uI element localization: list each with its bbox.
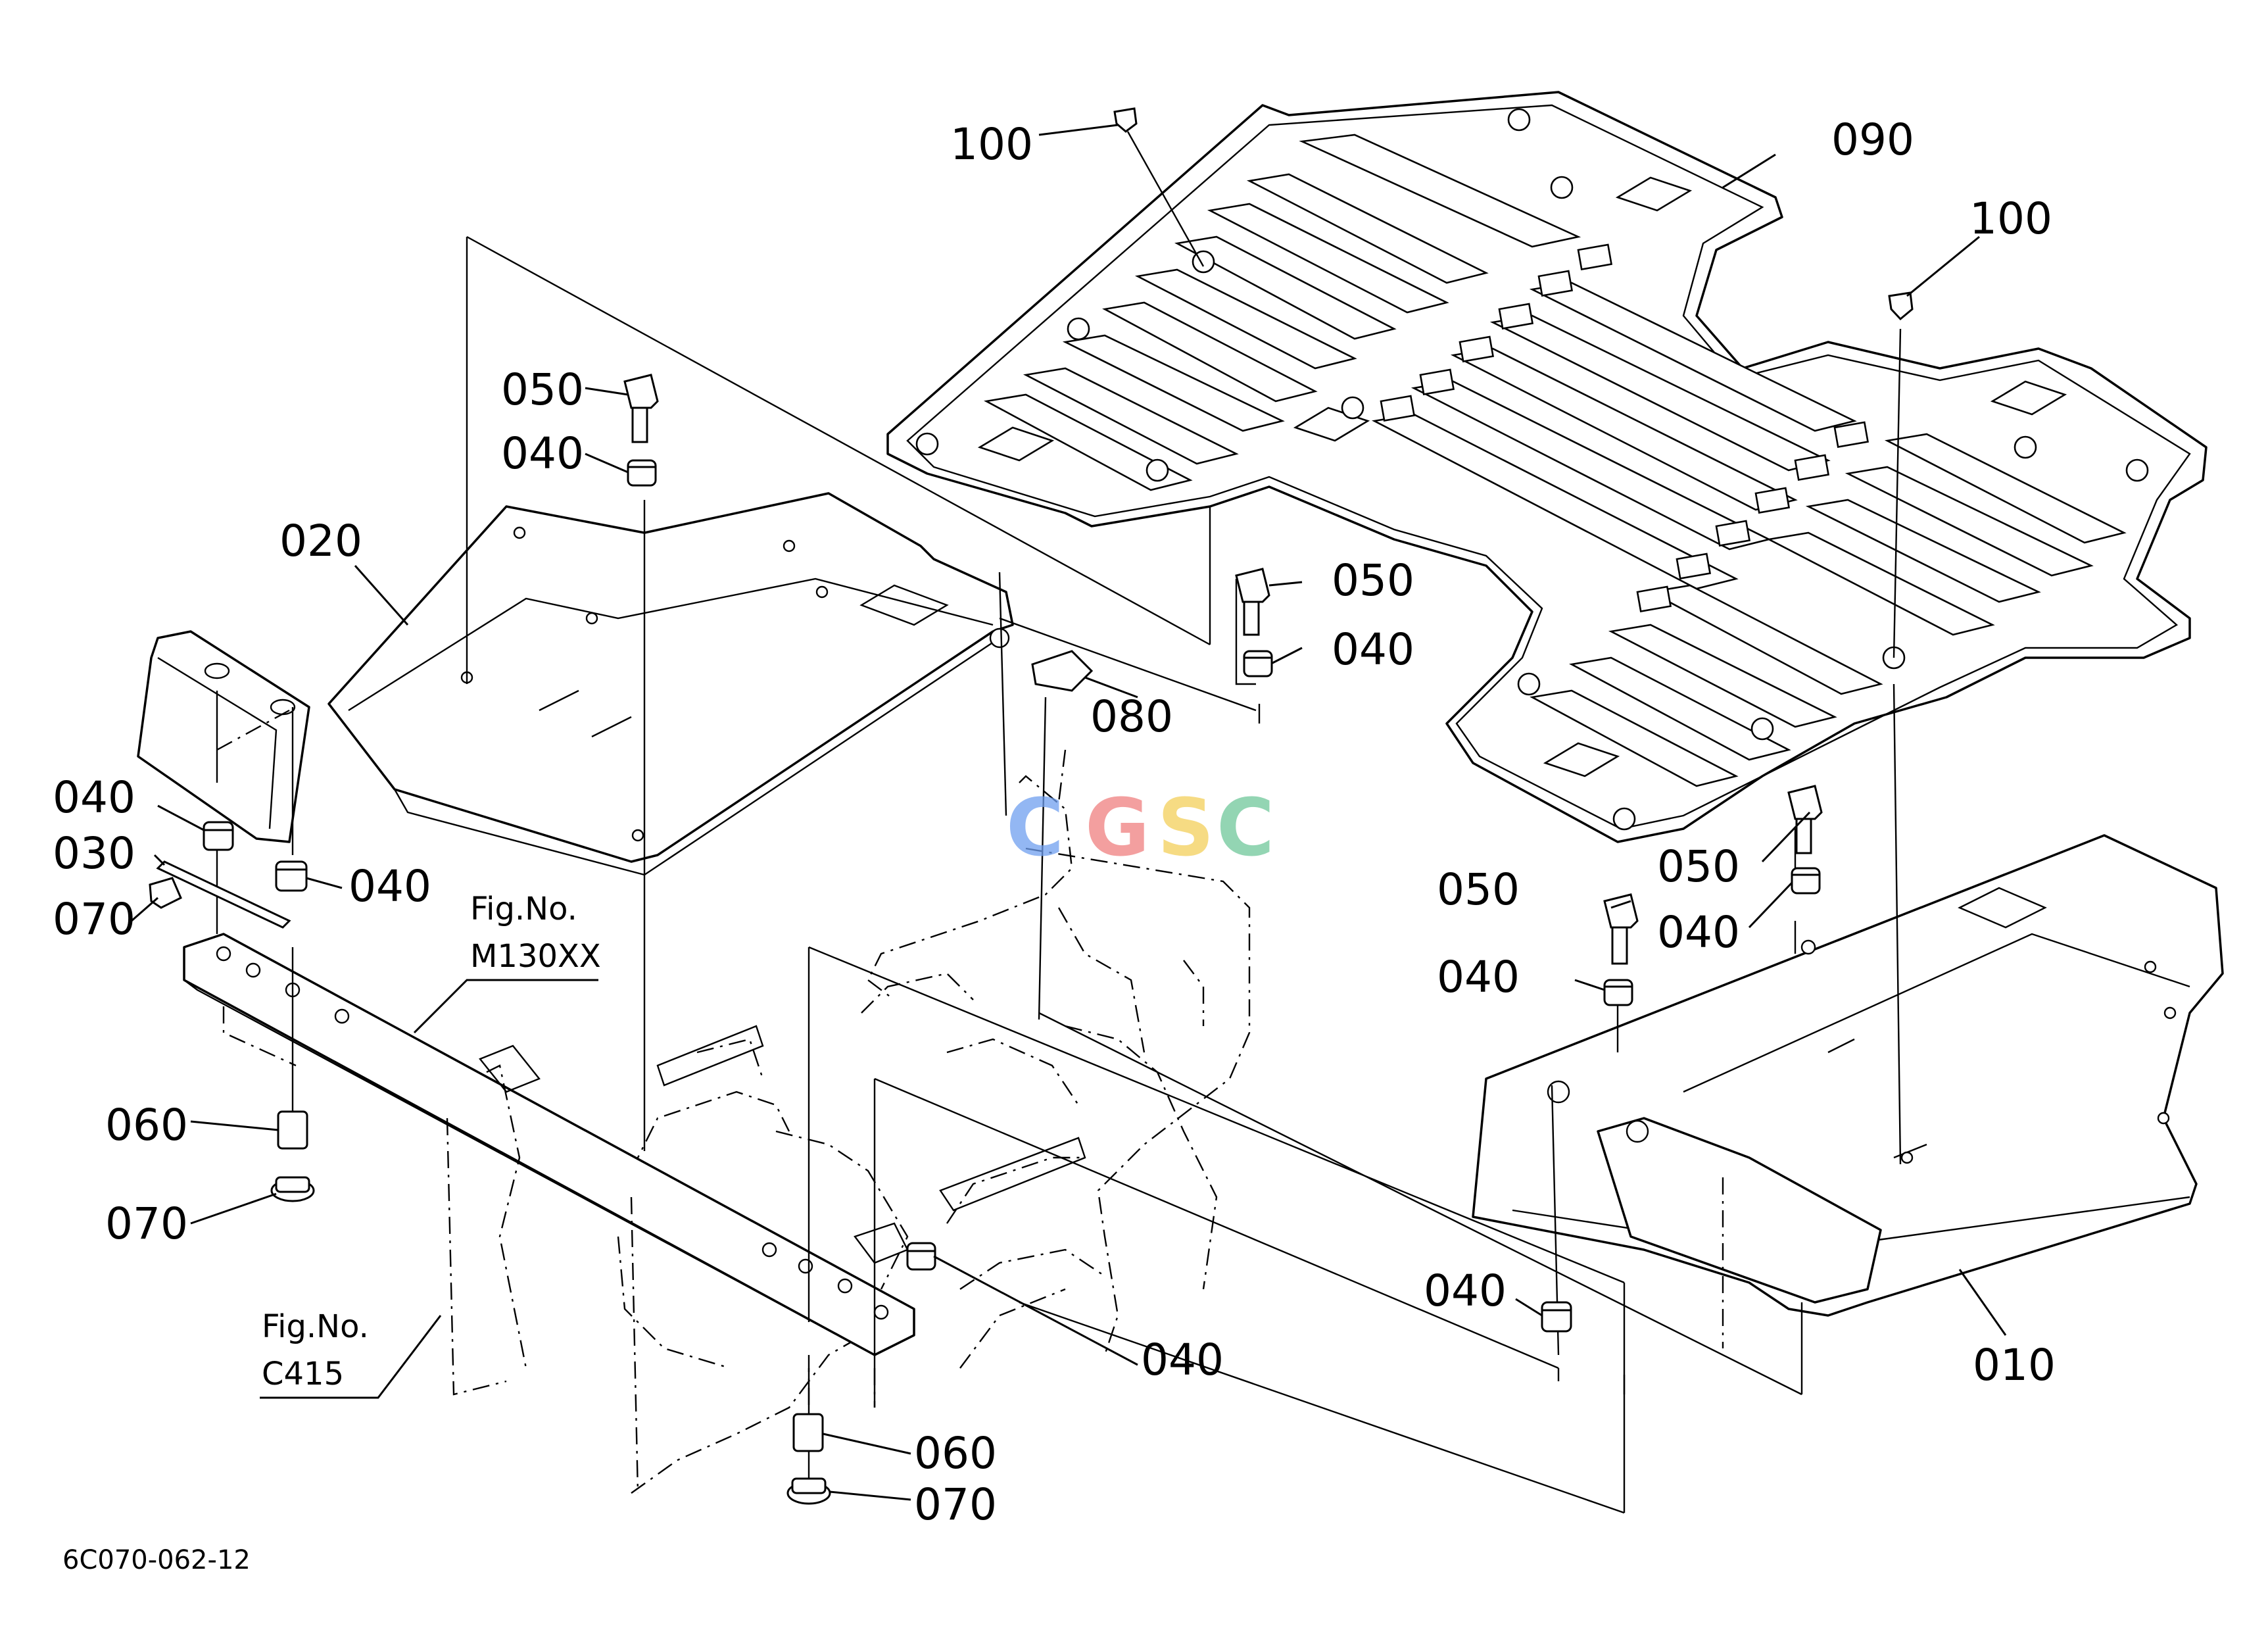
watermark-letter: C — [1006, 783, 1064, 874]
callout-090: 090 — [1831, 114, 1914, 165]
callout-010: 010 — [1973, 1340, 2056, 1390]
callout-040-right-b: 040 — [1437, 952, 1520, 1002]
fig-ref-label: Fig.No. — [470, 891, 577, 927]
watermark-letter: S — [1157, 783, 1214, 874]
leader-lines — [131, 124, 2007, 1501]
callout-040-left-top: 040 — [53, 772, 135, 823]
callout-050-center: 050 — [501, 364, 584, 415]
callout-040-bottom: 040 — [1141, 1335, 1224, 1385]
watermark-letter: G — [1085, 783, 1150, 874]
callout-070-left-top: 070 — [53, 894, 135, 945]
figure-ref-c415: Fig.No. C415 — [260, 1308, 442, 1399]
callout-040-right-c: 040 — [1424, 1266, 1507, 1316]
callout-100-top: 100 — [950, 119, 1033, 170]
callout-070-bottom: 070 — [914, 1479, 997, 1530]
callout-020: 020 — [279, 516, 362, 566]
callout-050-mid: 050 — [1332, 555, 1414, 606]
document-id: 6C070-062-12 — [62, 1545, 251, 1575]
callout-050-right-b: 050 — [1437, 864, 1520, 915]
callout-040-center: 040 — [501, 428, 584, 479]
callout-050-right-a: 050 — [1657, 841, 1740, 892]
callout-100-right: 100 — [1969, 193, 2052, 244]
floor-mat-090 — [886, 91, 2208, 843]
callout-labels: 100 090 100 050 040 020 050 040 080 040 … — [53, 114, 2056, 1530]
callout-030: 030 — [53, 828, 135, 879]
fig-ref-label: Fig.No. — [262, 1308, 369, 1345]
figure-ref-m130xx: Fig.No. M130XX — [413, 891, 601, 1034]
hardware — [149, 107, 1914, 1505]
callout-060-bottom: 060 — [914, 1428, 997, 1479]
callout-040-mid: 040 — [1332, 624, 1414, 675]
fig-ref-code: C415 — [262, 1356, 344, 1392]
callout-080: 080 — [1090, 691, 1173, 742]
callout-070-left: 070 — [105, 1198, 188, 1249]
callout-040-left: 040 — [349, 861, 431, 912]
callout-040-right-a: 040 — [1657, 907, 1740, 958]
watermark-letter: C — [1217, 783, 1274, 874]
callout-060-left: 060 — [105, 1100, 188, 1150]
right-step-plate-010 — [1472, 834, 2224, 1317]
left-step-plate-020 — [137, 492, 1014, 876]
assembly-lines — [216, 131, 1902, 1514]
fig-ref-code: M130XX — [470, 938, 601, 975]
cgsc-watermark: C G S C — [1006, 783, 1274, 874]
